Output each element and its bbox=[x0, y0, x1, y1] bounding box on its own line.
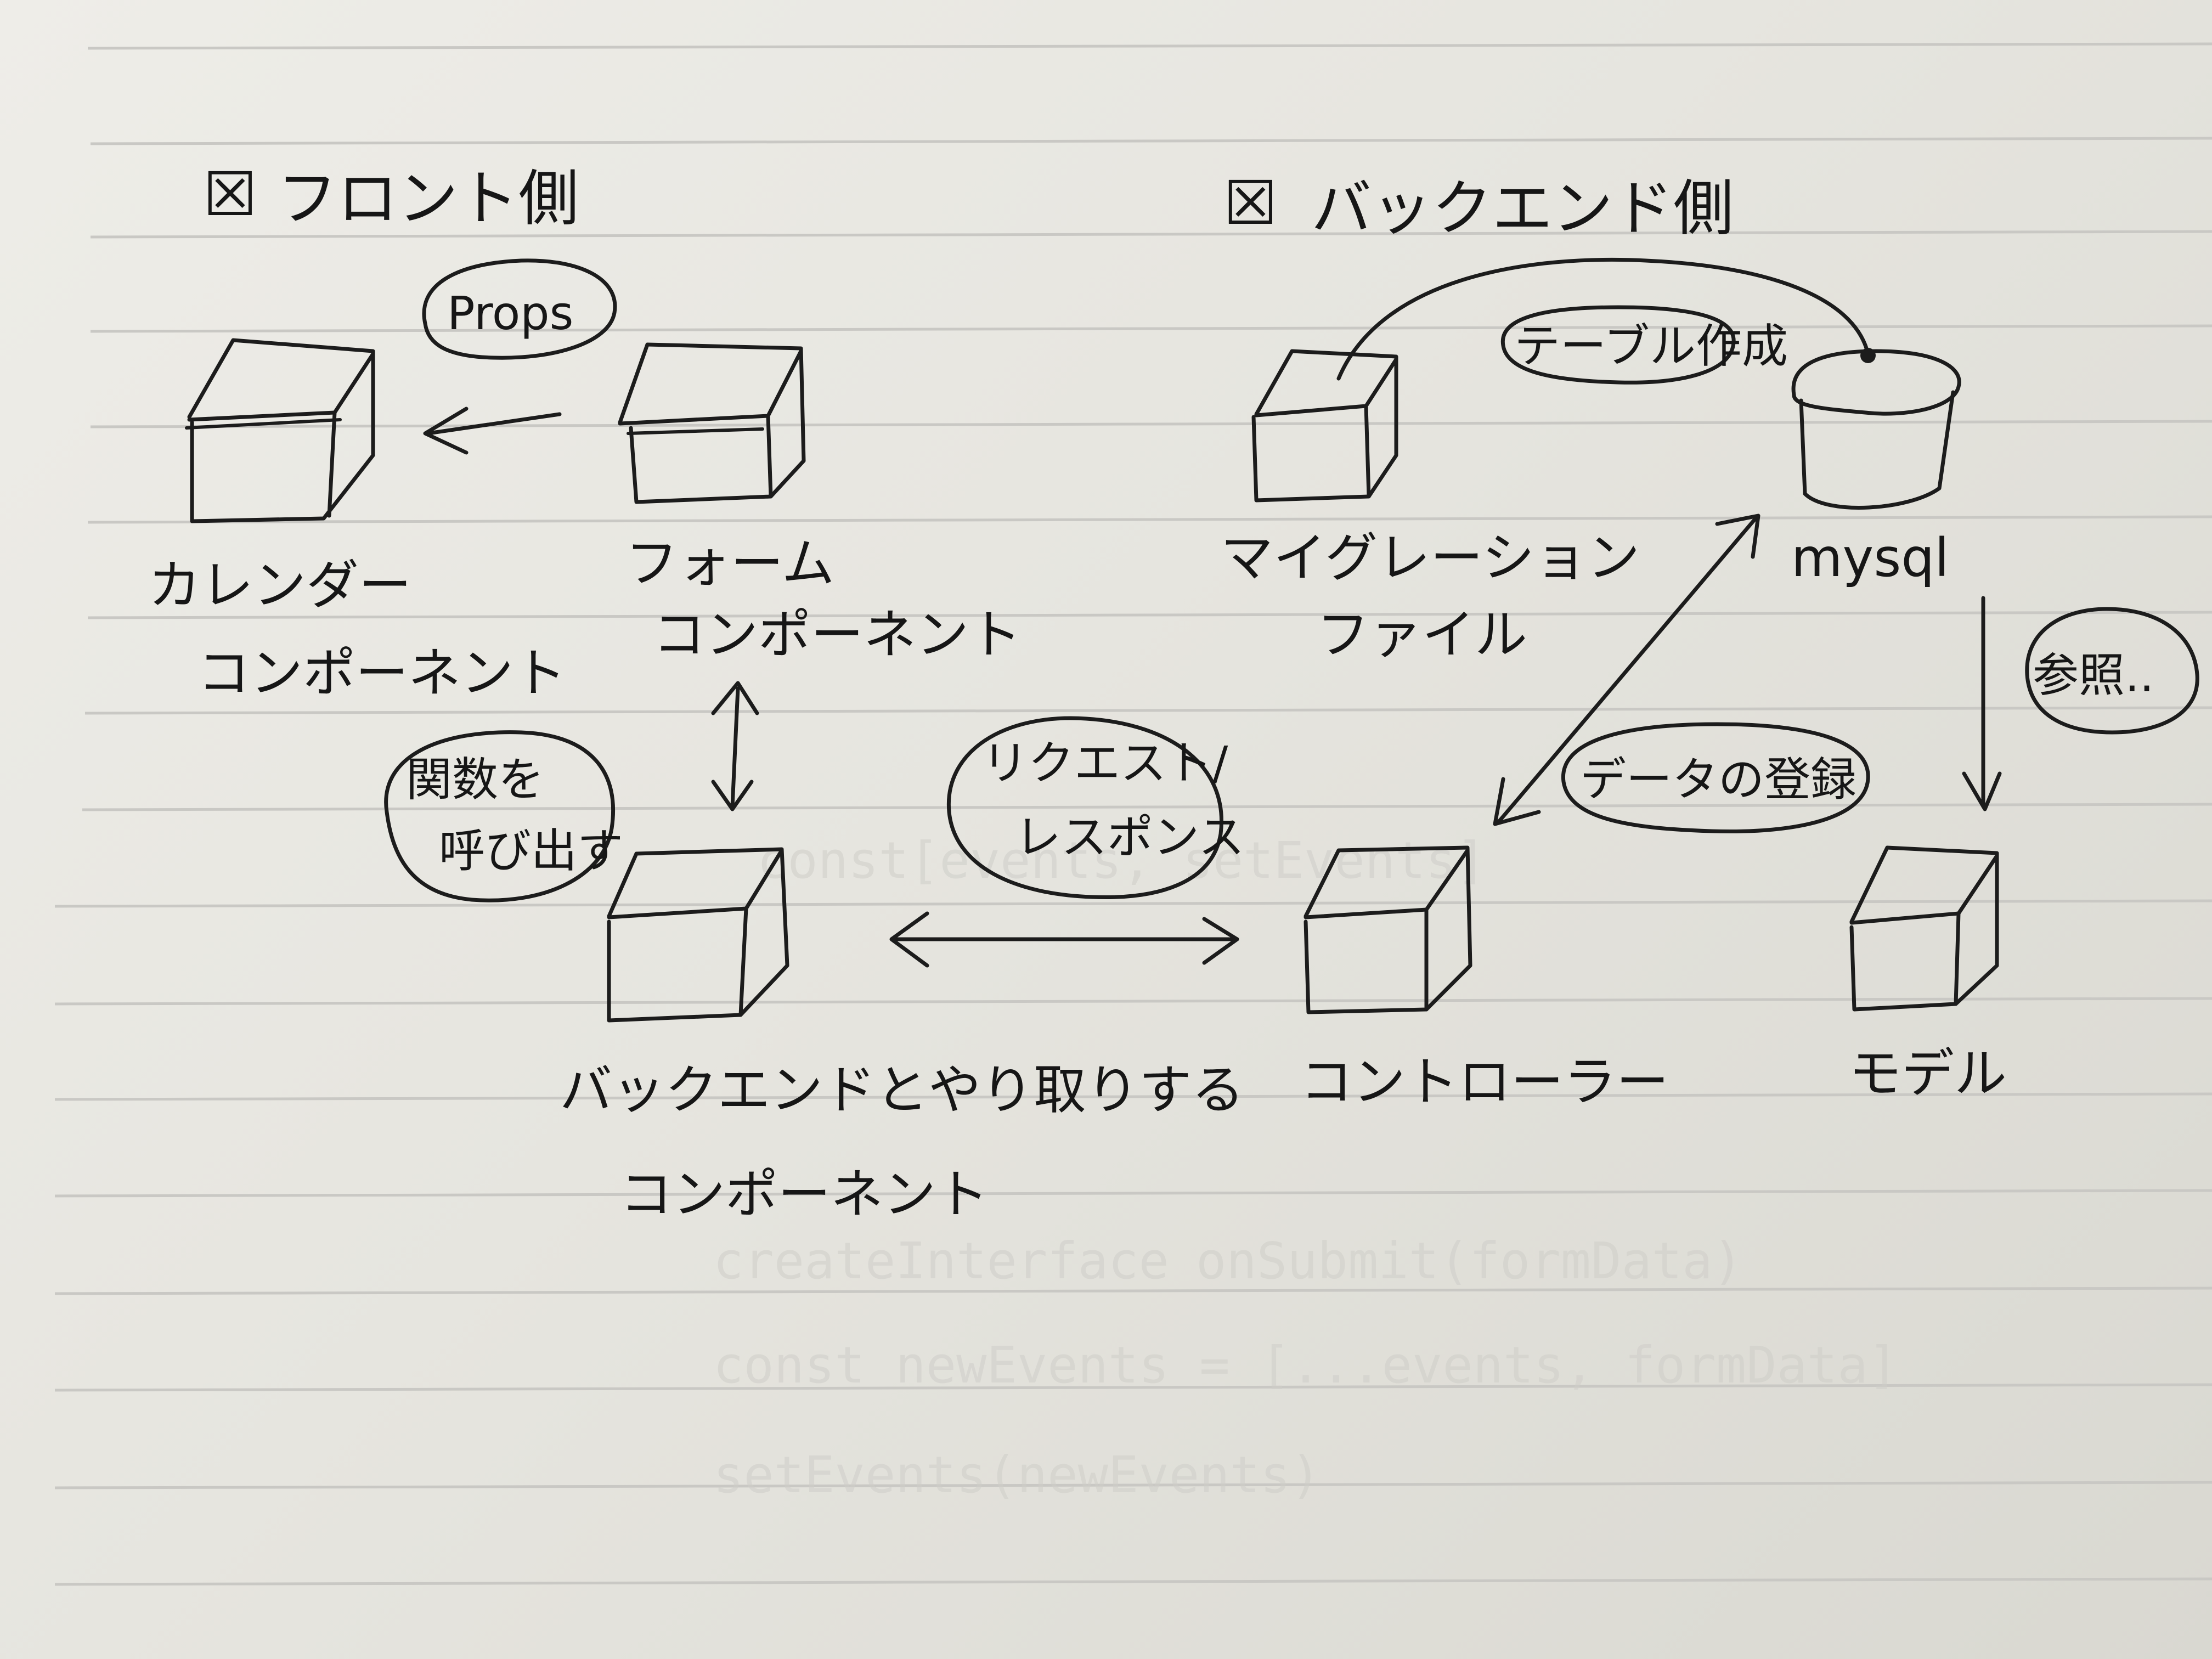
call-function-line2: 呼び出す bbox=[439, 824, 623, 878]
back-section-title: バックエンド側 bbox=[1311, 173, 1734, 244]
ghost-line: createInterface bbox=[713, 1232, 1169, 1290]
backend-component-cube bbox=[607, 847, 789, 1023]
create-table-arrow bbox=[1336, 257, 1876, 381]
calendar-label-line2: コンポーネント bbox=[198, 642, 566, 704]
front-section-title: フロント側 bbox=[277, 163, 579, 234]
migration-file-label: マイグレーション ファイル bbox=[1221, 527, 1640, 665]
controller-cube bbox=[1304, 845, 1472, 1014]
mysql-label: mysql bbox=[1791, 527, 1949, 589]
ruled-lines bbox=[54, 42, 2212, 1586]
props-bubble-label: Props bbox=[447, 286, 573, 340]
ghost-line: const newEvents = [...events, formData] bbox=[713, 1336, 1898, 1395]
props-bubble: Props bbox=[422, 258, 617, 360]
mysql-label-group: mysql bbox=[1791, 527, 1949, 589]
create-table-label: テーブル作成 bbox=[1514, 319, 1788, 373]
model-cube bbox=[1849, 845, 1999, 1012]
form-component-label: フォーム コンポーネント bbox=[625, 533, 1022, 665]
migration-label-line1: マイグレーション bbox=[1221, 527, 1640, 589]
register-data-label: データの登録 bbox=[1580, 753, 1857, 806]
props-arrow bbox=[423, 407, 562, 455]
calendar-component-cube bbox=[185, 338, 375, 523]
request-response-line2: レスポンス bbox=[1015, 810, 1244, 864]
faint-backpage-text: const[events, setEvents] createInterface… bbox=[713, 831, 1898, 1504]
reference-label: 参照.. bbox=[2033, 648, 2154, 702]
backend-label-line1: バックエンドとやり取りする bbox=[560, 1059, 1244, 1121]
call-function-bubble: 関数を 呼び出す bbox=[384, 730, 623, 902]
reference-bubble: 参照.. bbox=[2025, 607, 2199, 735]
request-response-arrow bbox=[889, 911, 1239, 968]
back-section-heading: ☒ バックエンド側 bbox=[1223, 168, 1734, 244]
migration-file-cube bbox=[1251, 349, 1398, 503]
calendar-component-label: カレンダー コンポーネント bbox=[148, 555, 566, 704]
request-response-bubble: リクエスト/ レスポンス bbox=[946, 716, 1244, 900]
form-label-line2: コンポーネント bbox=[653, 604, 1022, 665]
form-label-line1: フォーム bbox=[625, 533, 834, 594]
ghost-line: const[events, setEvents] bbox=[757, 831, 1486, 890]
migration-label-line2: ファイル bbox=[1317, 604, 1527, 665]
checkbox-icon: ☒ bbox=[203, 159, 257, 229]
arrow-head-dot bbox=[1860, 348, 1876, 363]
controller-label: コントローラー bbox=[1300, 1051, 1669, 1113]
mysql-database-icon bbox=[1791, 349, 1961, 510]
backend-component-label: バックエンドとやり取りする コンポーネント bbox=[560, 1059, 1244, 1225]
backend-label-line2: コンポーネント bbox=[620, 1164, 989, 1225]
front-section-heading: ☒ フロント側 bbox=[203, 159, 579, 234]
model-label-group: モデル bbox=[1849, 1043, 2007, 1104]
form-component-cube bbox=[618, 342, 806, 504]
register-data-bubble: データの登録 bbox=[1561, 722, 1870, 833]
request-response-line1: リクエスト/ bbox=[982, 736, 1228, 790]
create-table-bubble: テーブル作成 bbox=[1500, 305, 1788, 385]
checkbox-icon: ☒ bbox=[1223, 168, 1278, 238]
call-function-line1: 関数を bbox=[406, 753, 544, 806]
function-call-arrow bbox=[711, 681, 759, 811]
ghost-line: onSubmit(formData) bbox=[1196, 1232, 1743, 1290]
ghost-line: setEvents(newEvents) bbox=[713, 1446, 1321, 1504]
data-register-arrow bbox=[1493, 514, 1760, 826]
calendar-label-line1: カレンダー bbox=[148, 555, 411, 616]
controller-label-group: コントローラー bbox=[1300, 1051, 1669, 1113]
model-label: モデル bbox=[1849, 1043, 2007, 1104]
reference-arrow bbox=[1962, 596, 2002, 811]
